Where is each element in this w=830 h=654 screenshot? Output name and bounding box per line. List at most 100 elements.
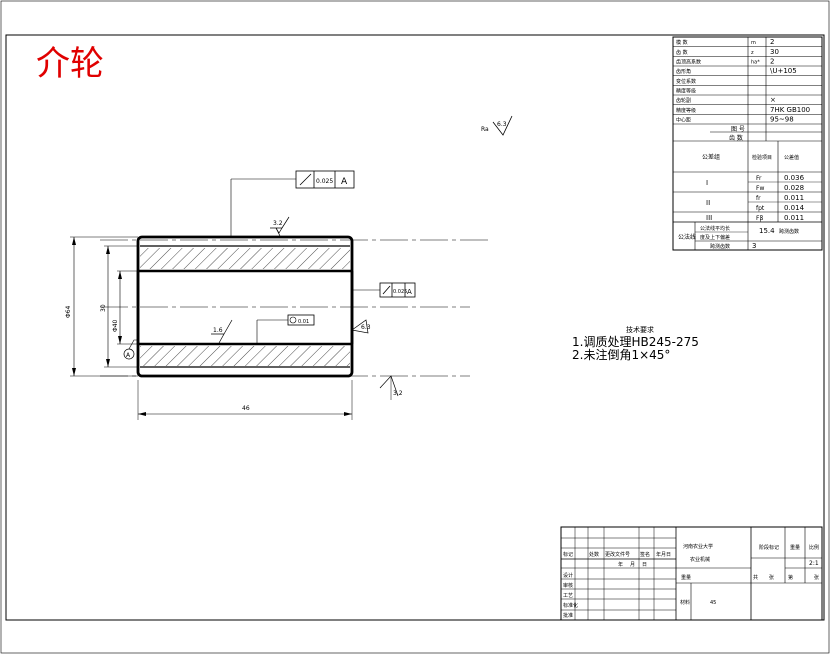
bore-diameter-dim: Φ40 bbox=[112, 319, 119, 332]
param-row-label: 中心距 bbox=[676, 117, 691, 124]
drawing-frame bbox=[5, 34, 825, 621]
pair-header-drawing-no: 图 号 bbox=[731, 126, 745, 133]
group-item-symbol: Fβ bbox=[756, 215, 763, 222]
tech-req-item-2: 2.未注倒角1×45° bbox=[572, 347, 670, 362]
tb-header-mark: 标记 bbox=[563, 551, 573, 558]
group-item-value: 0.011 bbox=[784, 214, 804, 222]
param-row-value: 7HK GB100 bbox=[770, 106, 810, 114]
drawing-title: 介轮 bbox=[36, 44, 104, 84]
title-block: 标记 处数 更改文件号 签名 年月日 年 月 日 设计 审核 工艺 标准化 批准… bbox=[560, 526, 823, 621]
corner-roughness-symbol: Ra 6.3 bbox=[481, 115, 513, 136]
footer-row2: 度及上下偏差 bbox=[700, 234, 730, 241]
param-row-symbol: z bbox=[751, 50, 754, 56]
roughness-bottom-value: 3.2 bbox=[393, 390, 403, 397]
cylindricity-value: 0.01 bbox=[298, 319, 309, 325]
length-dim: 46 bbox=[242, 405, 250, 412]
tb-mark-sheet-2: 张 bbox=[814, 574, 819, 581]
param-row-value: 2 bbox=[770, 58, 774, 66]
footer-label: 公法线 bbox=[678, 233, 696, 241]
footer-row1: 公法线平均长 bbox=[700, 225, 730, 232]
group-item-symbol: Fr bbox=[756, 175, 762, 182]
footer-value: 15.4 bbox=[759, 227, 775, 235]
param-row-label: 变位系数 bbox=[676, 78, 696, 85]
tb-weight-label-2: 重量 bbox=[790, 544, 800, 551]
datum-a-label: A bbox=[126, 352, 131, 359]
tb-weight-label: 重量 bbox=[681, 574, 691, 581]
tb-mark-sheet: 张 bbox=[769, 574, 774, 581]
roughness-chamfer-value: 6.3 bbox=[361, 324, 371, 331]
tb-row-standard: 标准化 bbox=[563, 602, 578, 609]
roughness-top-value: 3.2 bbox=[273, 220, 283, 227]
group-item-symbol: fr bbox=[756, 195, 761, 202]
top-gdt-datum: A bbox=[341, 177, 348, 187]
param-row-label: 精度等级 bbox=[676, 107, 696, 114]
param-row-label: 模 数 bbox=[676, 39, 688, 46]
tb-header-file: 更改文件号 bbox=[605, 551, 630, 558]
group-item-symbol: Fw bbox=[756, 185, 764, 192]
part-view: Φ64 30 Φ40 46 A 3.2 1.6 6.3 3.2 bbox=[65, 170, 490, 420]
group-name: III bbox=[706, 214, 712, 222]
param-row-label: 精度等级 bbox=[676, 88, 696, 95]
param-row-label: 齿轮副 bbox=[676, 97, 691, 104]
tb-mark-no: 第 bbox=[788, 574, 793, 581]
group-header-tolerance: 公差值 bbox=[784, 154, 799, 161]
tb-scale-label: 比例 bbox=[809, 544, 819, 551]
tech-req-item-1: 1.调质处理HB245-275 bbox=[572, 335, 699, 349]
left-small-dim: 30 bbox=[100, 304, 107, 312]
tb-row-approve: 批准 bbox=[563, 612, 573, 619]
param-row-label: 齿形角 bbox=[676, 68, 691, 75]
side-gdt-frame bbox=[379, 282, 416, 298]
group-header-item: 检验项目 bbox=[752, 154, 772, 161]
group-name: II bbox=[706, 199, 710, 207]
tb-sub-month: 月 bbox=[630, 562, 635, 568]
tb-mark-total: 共 bbox=[753, 574, 758, 581]
svg-text:6.3: 6.3 bbox=[497, 121, 507, 128]
footer-row3: 跨测齿数 bbox=[710, 243, 730, 250]
tb-stage-label: 阶段标记 bbox=[759, 544, 779, 551]
tb-sub-day: 日 bbox=[642, 562, 647, 568]
pair-header-teeth: 齿 数 bbox=[729, 134, 743, 142]
tb-scale: 2:1 bbox=[809, 560, 819, 567]
group-item-value: 0.014 bbox=[784, 204, 805, 212]
param-row-value: 30 bbox=[770, 48, 779, 56]
tb-header-date: 年月日 bbox=[656, 551, 671, 558]
tb-material-label: 材料 bbox=[680, 599, 690, 606]
group-name: I bbox=[706, 179, 708, 187]
footer-value-note: 跨测齿数 bbox=[779, 228, 799, 235]
side-gdt-value: 0.025 bbox=[393, 289, 407, 295]
param-row-value: 2 bbox=[770, 38, 774, 46]
section-hatch-bottom bbox=[140, 346, 350, 366]
tb-row-design: 设计 bbox=[563, 572, 573, 579]
tb-material: 45 bbox=[710, 600, 716, 606]
group-item-value: 0.036 bbox=[784, 174, 805, 182]
tb-header-count: 处数 bbox=[589, 551, 599, 558]
tb-row-review: 审核 bbox=[563, 582, 573, 589]
section-hatch-top bbox=[140, 248, 350, 269]
param-row-symbol: m bbox=[751, 40, 756, 46]
param-row-symbol: ha* bbox=[751, 60, 760, 66]
tech-req-heading: 技术要求 bbox=[626, 325, 654, 334]
param-row-label: 齿顶高系数 bbox=[676, 59, 701, 66]
group-item-value: 0.028 bbox=[784, 184, 804, 192]
param-row-label: 齿 数 bbox=[676, 49, 688, 56]
outer-diameter-dim: Φ64 bbox=[65, 305, 72, 318]
tb-school: 河南农业大学 bbox=[683, 543, 713, 550]
top-gdt-frame bbox=[295, 170, 355, 189]
param-row-value: 95~98 bbox=[770, 116, 794, 124]
param-row-value: × bbox=[770, 96, 776, 104]
cylindricity-frame bbox=[287, 314, 315, 326]
param-row-value: \U+105 bbox=[770, 67, 797, 75]
footer-row3-value: 3 bbox=[752, 242, 756, 250]
side-gdt-datum: A bbox=[407, 288, 412, 296]
group-item-symbol: fpt bbox=[756, 205, 765, 212]
tb-header-sign: 签名 bbox=[640, 551, 650, 558]
tb-sub-year: 年 bbox=[618, 561, 623, 568]
group-item-value: 0.011 bbox=[784, 194, 804, 202]
svg-text:Ra: Ra bbox=[481, 126, 489, 133]
tb-dept: 农业机械 bbox=[690, 556, 710, 563]
group-header-group: 公差组 bbox=[702, 153, 720, 161]
roughness-bore-value: 1.6 bbox=[213, 327, 223, 334]
